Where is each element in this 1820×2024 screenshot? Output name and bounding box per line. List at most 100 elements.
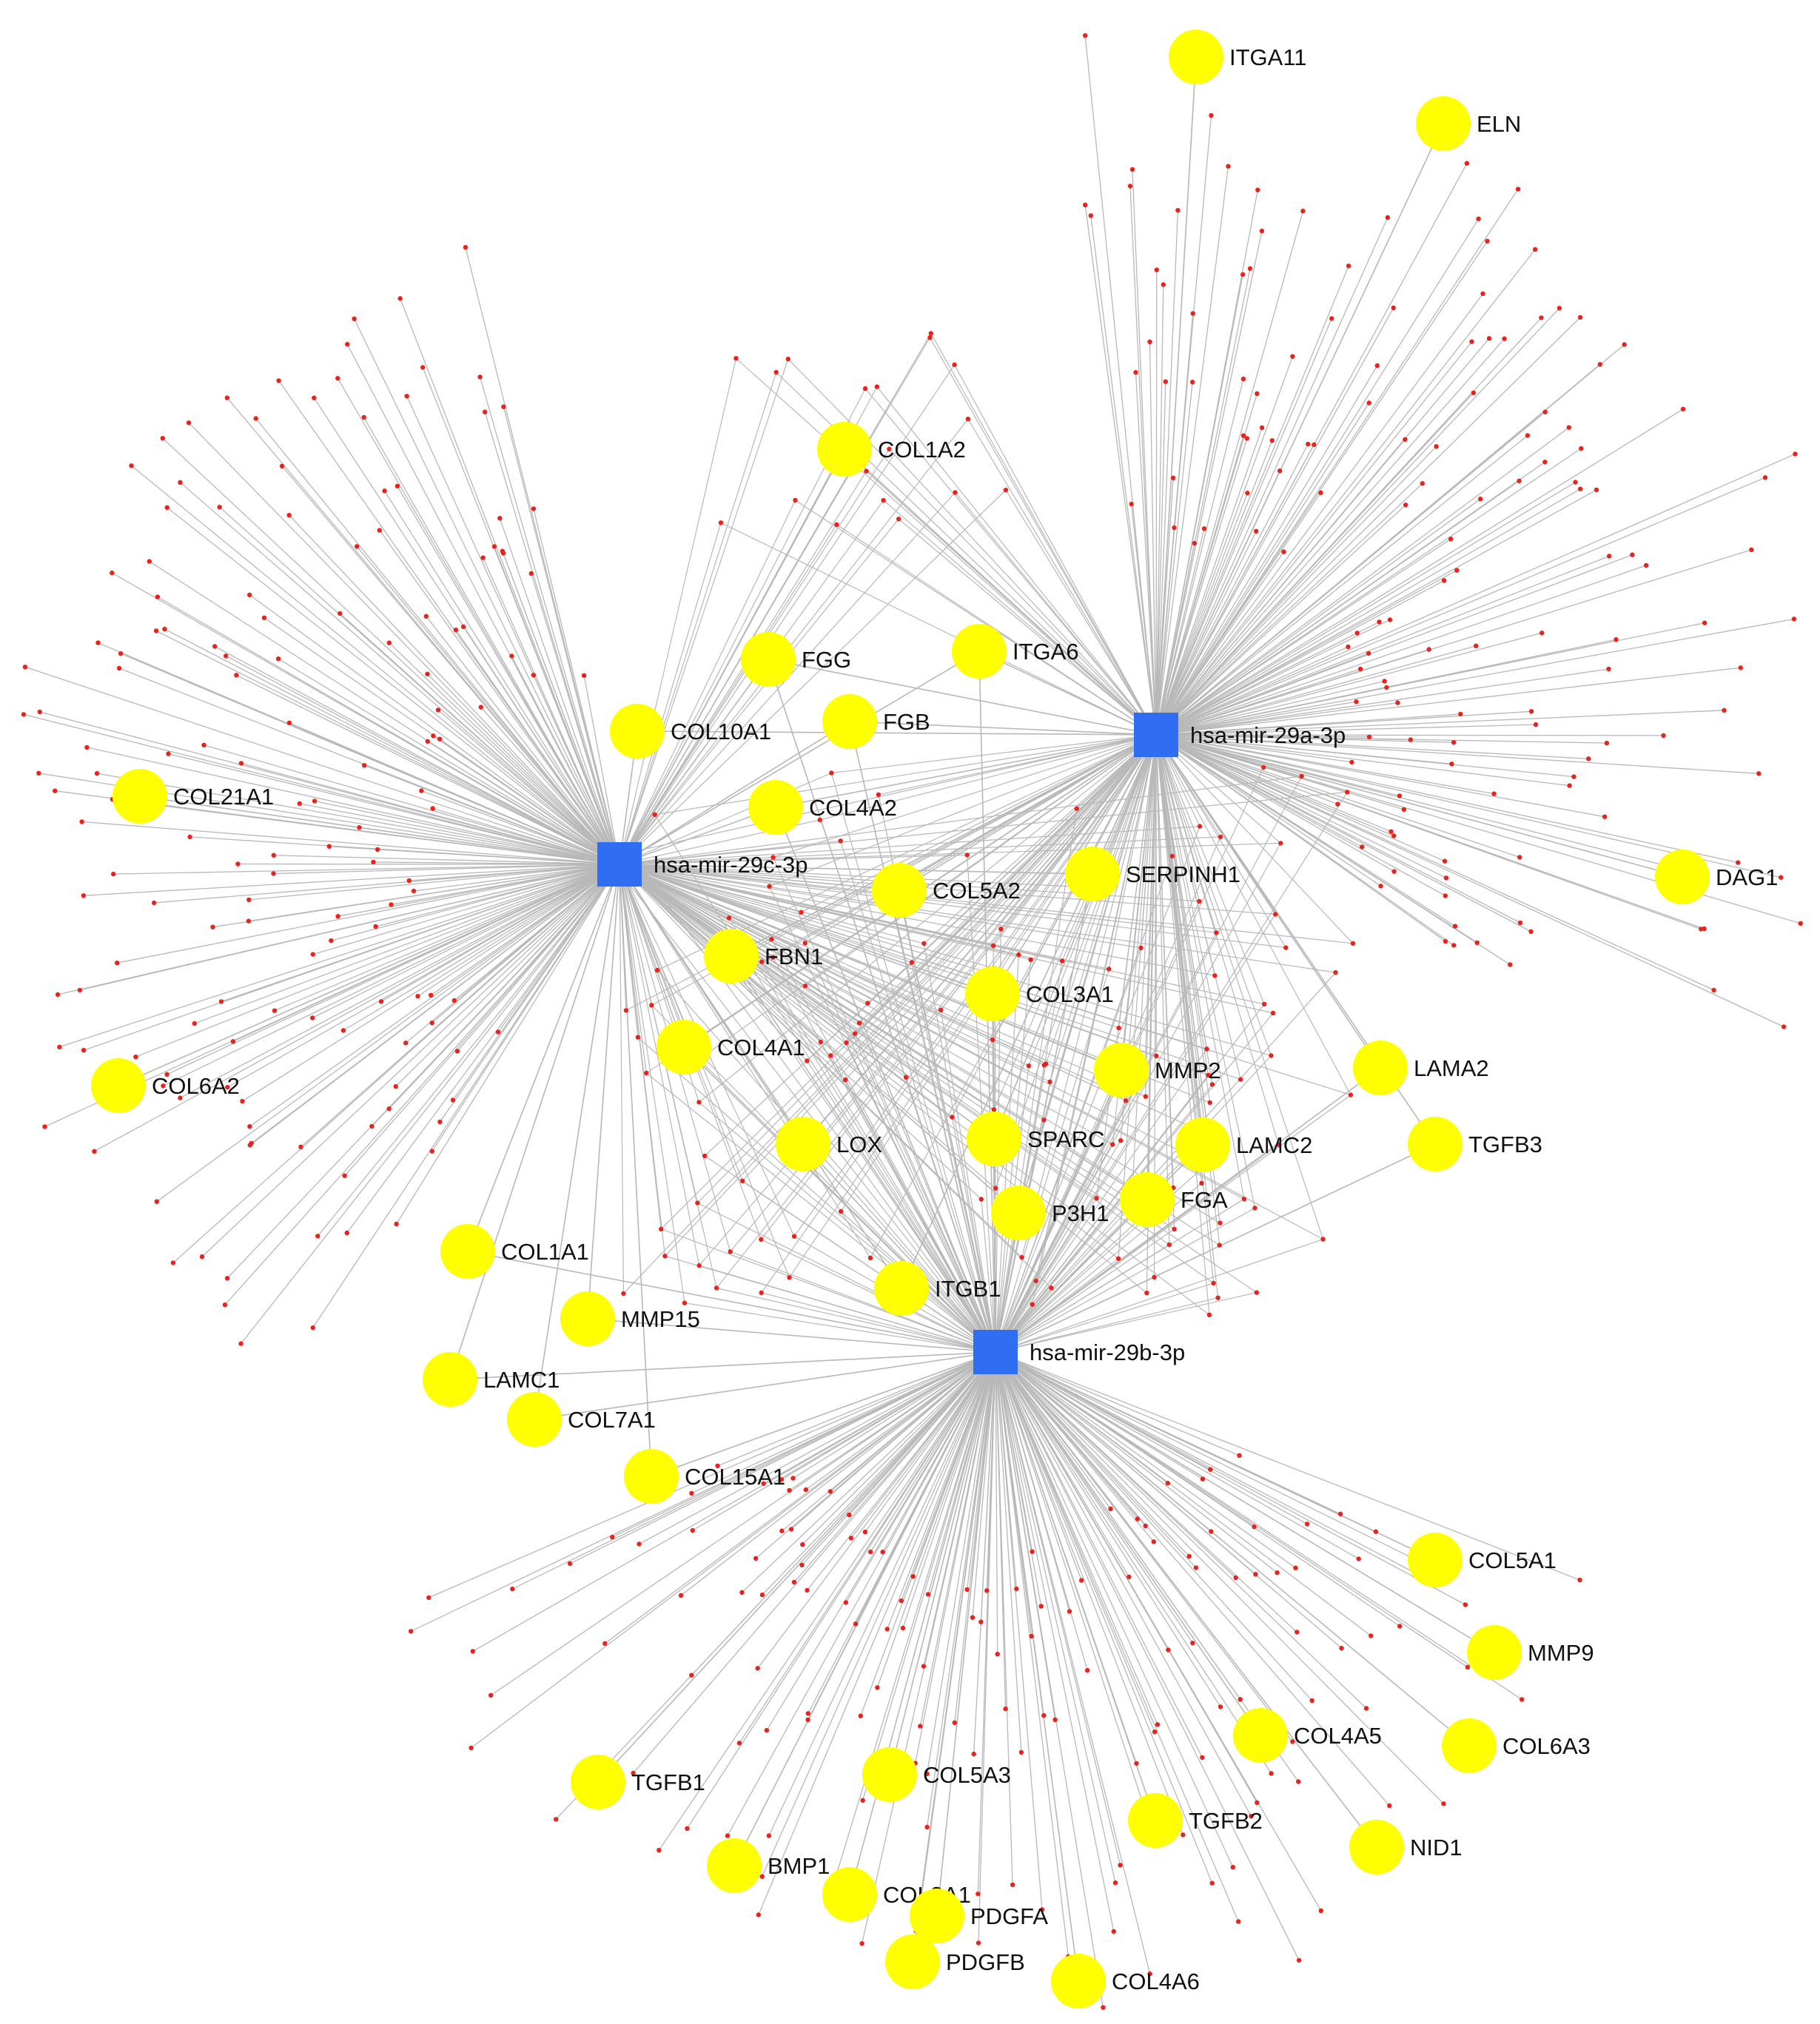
- target-dot: [495, 1029, 501, 1035]
- target-dot: [1211, 1280, 1216, 1286]
- edge: [619, 650, 980, 865]
- target-dot: [225, 1085, 230, 1090]
- gene-node-sparc[interactable]: SPARC: [967, 1112, 1105, 1166]
- edge: [995, 1351, 1079, 1982]
- gene-node-mmp9[interactable]: MMP9: [1467, 1625, 1594, 1680]
- gene-node-mmp2[interactable]: MMP2: [1094, 1043, 1221, 1097]
- target-dot: [1110, 1142, 1115, 1147]
- gene-node-col4a5[interactable]: COL4A5: [1233, 1708, 1382, 1763]
- edge: [844, 1079, 996, 1353]
- gene-node-nid1[interactable]: NID1: [1349, 1820, 1463, 1875]
- target-dot: [345, 342, 350, 347]
- edge: [757, 1351, 996, 1669]
- target-dot: [1403, 437, 1408, 442]
- gene-node-mmp15[interactable]: MMP15: [560, 1291, 700, 1346]
- gene-node-col6a3[interactable]: COL6A3: [1442, 1718, 1591, 1773]
- target-dot: [1471, 390, 1477, 396]
- target-dot: [740, 1178, 745, 1184]
- target-dot: [695, 1200, 700, 1206]
- target-dot: [921, 1664, 927, 1669]
- edge: [1155, 409, 1684, 736]
- edge: [995, 1351, 1322, 1912]
- edge: [1155, 123, 1444, 736]
- edge: [1155, 338, 1505, 736]
- gene-label: COL6A2: [152, 1073, 240, 1099]
- gene-node-lamc2[interactable]: LAMC2: [1175, 1117, 1312, 1172]
- gene-node-fgb[interactable]: FGB: [822, 694, 930, 749]
- target-dot: [342, 1173, 347, 1179]
- edge: [995, 1198, 1245, 1353]
- target-dot: [1245, 491, 1250, 496]
- gene-node-fgg[interactable]: FGG: [741, 632, 851, 687]
- gene-node-col4a6[interactable]: COL4A6: [1051, 1954, 1200, 2008]
- gene-node-lama2[interactable]: LAMA2: [1353, 1040, 1489, 1095]
- gene-node-pdgfa[interactable]: PDGFA: [910, 1889, 1048, 1943]
- hub-node-hsa-mir-29c-3p[interactable]: hsa-mir-29c-3p: [597, 842, 807, 887]
- gene-node-col1a2[interactable]: COL1A2: [817, 422, 966, 477]
- edge: [1155, 392, 1474, 736]
- gene-node-tgfb2[interactable]: TGFB2: [1128, 1793, 1263, 1848]
- gene-circle: [1128, 1793, 1183, 1848]
- target-dot: [480, 555, 486, 560]
- target-dot: [1270, 1010, 1276, 1016]
- gene-node-col5a2[interactable]: COL5A2: [872, 863, 1021, 918]
- gene-node-p3h1[interactable]: P3H1: [991, 1186, 1109, 1240]
- target-dot: [1199, 1180, 1204, 1186]
- edge: [1155, 551, 1285, 736]
- target-dot: [909, 960, 915, 965]
- target-dot: [884, 1627, 890, 1632]
- target-dot: [286, 513, 292, 518]
- gene-node-col4a2[interactable]: COL4A2: [748, 780, 897, 835]
- gene-node-dag1[interactable]: DAG1: [1655, 850, 1778, 904]
- edge: [728, 918, 996, 1353]
- edge: [622, 734, 1157, 1294]
- edge: [995, 1351, 1466, 1605]
- hub-node-hsa-mir-29b-3p[interactable]: hsa-mir-29b-3p: [973, 1330, 1185, 1374]
- hub-node-hsa-mir-29a-3p[interactable]: hsa-mir-29a-3p: [1134, 713, 1346, 757]
- edge: [274, 864, 620, 1012]
- edge: [898, 518, 1157, 736]
- target-dot: [554, 1817, 559, 1822]
- gene-node-col5a1[interactable]: COL5A1: [1408, 1533, 1557, 1587]
- gene-node-col15a1[interactable]: COL15A1: [624, 1449, 785, 1504]
- gene-node-fga[interactable]: FGA: [1120, 1172, 1228, 1227]
- gene-node-col5a3[interactable]: COL5A3: [862, 1747, 1011, 1802]
- gene-node-itga6[interactable]: ITGA6: [952, 624, 1079, 679]
- gene-node-col4a1[interactable]: COL4A1: [657, 1020, 805, 1075]
- target-dot: [1197, 824, 1203, 829]
- gene-node-col1a1[interactable]: COL1A1: [440, 1224, 589, 1279]
- edge: [135, 864, 620, 1058]
- gene-circle: [1655, 850, 1710, 904]
- target-dot: [1154, 267, 1160, 272]
- gene-node-bmp1[interactable]: BMP1: [707, 1838, 830, 1893]
- edge: [926, 1351, 996, 1774]
- gene-node-fbn1[interactable]: FBN1: [704, 929, 823, 984]
- edge: [180, 482, 620, 865]
- target-dot: [111, 871, 116, 877]
- gene-node-serpinh1[interactable]: SERPINH1: [1065, 847, 1240, 901]
- edge: [1021, 734, 1157, 1258]
- gene-node-tgfb1[interactable]: TGFB1: [571, 1755, 705, 1809]
- edge: [79, 864, 620, 991]
- edge: [83, 864, 620, 896]
- target-dot: [178, 1095, 183, 1100]
- gene-node-eln[interactable]: ELN: [1416, 96, 1521, 151]
- gene-node-lox[interactable]: LOX: [776, 1117, 882, 1171]
- target-dot: [1403, 502, 1408, 508]
- edge: [163, 864, 620, 1086]
- gene-node-itgb1[interactable]: ITGB1: [874, 1261, 1001, 1316]
- edge: [995, 1351, 1112, 1510]
- gene-node-col10a1[interactable]: COL10A1: [610, 704, 771, 759]
- gene-label: TGFB1: [631, 1769, 705, 1795]
- gene-node-col6a2[interactable]: COL6A2: [91, 1058, 240, 1113]
- edge: [619, 864, 1052, 1288]
- target-dot: [1464, 161, 1470, 166]
- gene-node-pdgfb[interactable]: PDGFB: [885, 1934, 1025, 1989]
- gene-node-col21a1[interactable]: COL21A1: [113, 769, 274, 824]
- gene-node-tgfb3[interactable]: TGFB3: [1408, 1117, 1542, 1171]
- gene-node-lamc1[interactable]: LAMC1: [423, 1352, 560, 1407]
- gene-node-col3a1[interactable]: COL3A1: [965, 966, 1114, 1021]
- gene-node-itga11[interactable]: ITGA11: [1169, 30, 1307, 84]
- gene-node-col7a1[interactable]: COL7A1: [507, 1392, 656, 1447]
- hub-square: [597, 842, 642, 887]
